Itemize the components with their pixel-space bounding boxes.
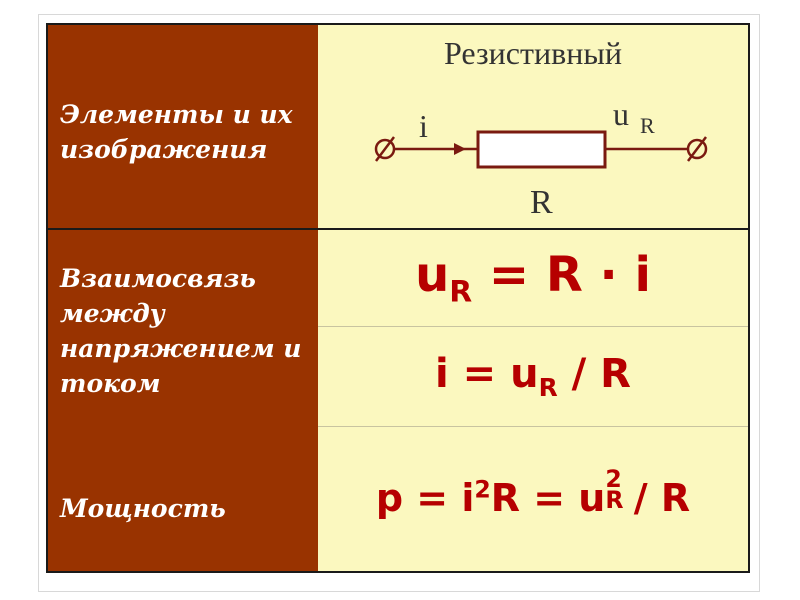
slide-frame bbox=[38, 14, 760, 592]
right-terminal-slash bbox=[687, 136, 707, 162]
voltage-subscript: R bbox=[640, 113, 655, 138]
left-terminal-slash bbox=[375, 136, 395, 162]
element-title: Резистивный bbox=[444, 35, 622, 71]
left-column bbox=[48, 25, 318, 571]
ohm-law-formula: uR = R · i bbox=[415, 247, 651, 310]
current-formula: i = uR / R bbox=[435, 351, 631, 402]
voltage-label: u bbox=[613, 96, 629, 132]
row-divider bbox=[48, 228, 748, 230]
properties-table: Элементы и их изображения Взаимосвязь ме… bbox=[46, 23, 750, 573]
resistor-label: R bbox=[530, 184, 553, 221]
row-divider bbox=[318, 426, 748, 427]
right-terminal bbox=[686, 138, 708, 160]
current-arrow-icon bbox=[454, 143, 466, 155]
relation-label: Взаимосвязь между напряжением и током bbox=[60, 264, 302, 398]
resistor-symbol bbox=[476, 130, 607, 169]
resistor-diagram: i u R R bbox=[374, 96, 708, 221]
row-divider bbox=[318, 326, 748, 327]
current-label: i bbox=[419, 108, 428, 144]
power-label: Мощность bbox=[60, 494, 226, 523]
elements-label: Элементы и их изображения bbox=[60, 100, 293, 164]
